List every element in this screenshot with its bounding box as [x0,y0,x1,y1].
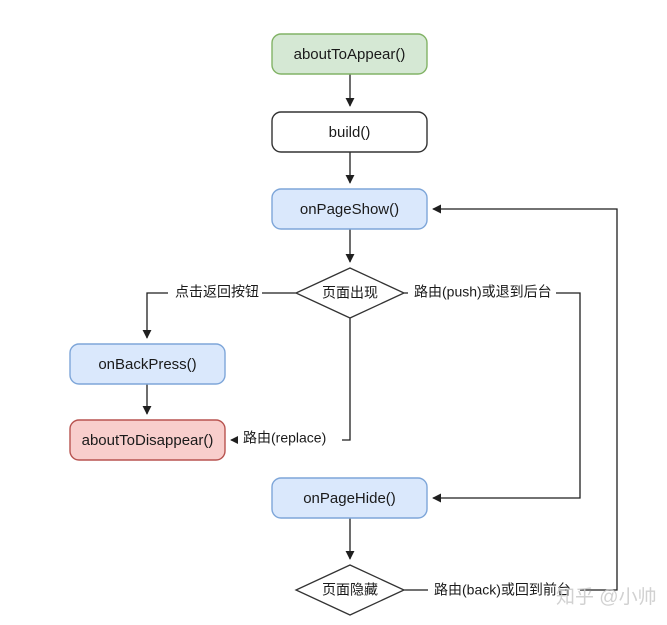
decision-pagehidden-shape[interactable] [294,564,406,616]
edge-label-route-push: 路由(push)或退到后台 [408,282,556,303]
edge-label-back-button: 点击返回按钮 [168,282,262,303]
node-onpageshow-shape[interactable] [271,188,428,230]
node-abouttoappear-label: aboutToAppear() [294,46,406,63]
node-onpagehide[interactable]: onPageHide() [271,477,428,519]
edge-label-route-replace-text: 路由(replace) [243,430,326,446]
node-build-shape[interactable] [271,111,428,153]
decisions-layer: 页面出现 页面隐藏 [294,267,406,616]
node-abouttoappear-shape[interactable] [271,33,428,75]
node-onpagehide-label: onPageHide() [303,490,396,507]
decision-pageappear[interactable]: 页面出现 [294,267,406,319]
edge-label-route-back: 路由(back)或回到前台 [428,580,580,601]
decision-pagehidden-label: 页面隐藏 [322,582,378,598]
edge-labels-layer: 点击返回按钮 路由(push)或退到后台 路由(replace) 路由(back… [168,282,580,601]
edge-pageappear-to-abouttodisappear [230,318,351,445]
edge-label-route-push-text: 路由(push)或退到后台 [414,284,552,300]
decision-pageappear-label: 页面出现 [322,285,378,301]
edge-label-back-button-text: 点击返回按钮 [175,284,259,300]
edge-label-route-back-text: 路由(back)或回到前台 [434,582,571,598]
node-onbackpress-shape[interactable] [69,343,226,385]
decision-pagehidden[interactable]: 页面隐藏 [294,564,406,616]
edge-pageappear-to-onpagehide [404,292,581,503]
node-onbackpress-label: onBackPress() [98,356,196,373]
node-abouttodisappear[interactable]: aboutToDisappear() [69,419,226,461]
node-onbackpress[interactable]: onBackPress() [69,343,226,385]
node-abouttodisappear-shape[interactable] [69,419,226,461]
node-abouttodisappear-label: aboutToDisappear() [82,432,214,449]
nodes-layer: aboutToAppear() build() onPageShow() onB… [69,33,428,519]
node-abouttoappear[interactable]: aboutToAppear() [271,33,428,75]
node-build-label: build() [329,124,371,141]
edge-label-route-replace: 路由(replace) [238,428,342,449]
node-onpageshow[interactable]: onPageShow() [271,188,428,230]
node-onpageshow-label: onPageShow() [300,201,399,218]
watermark: 知乎 @小帅 [556,586,657,608]
node-build[interactable]: build() [271,111,428,153]
edge-pagehidden-to-onpageshow [404,204,618,591]
node-onpagehide-shape[interactable] [271,477,428,519]
decision-pageappear-shape[interactable] [294,267,406,319]
